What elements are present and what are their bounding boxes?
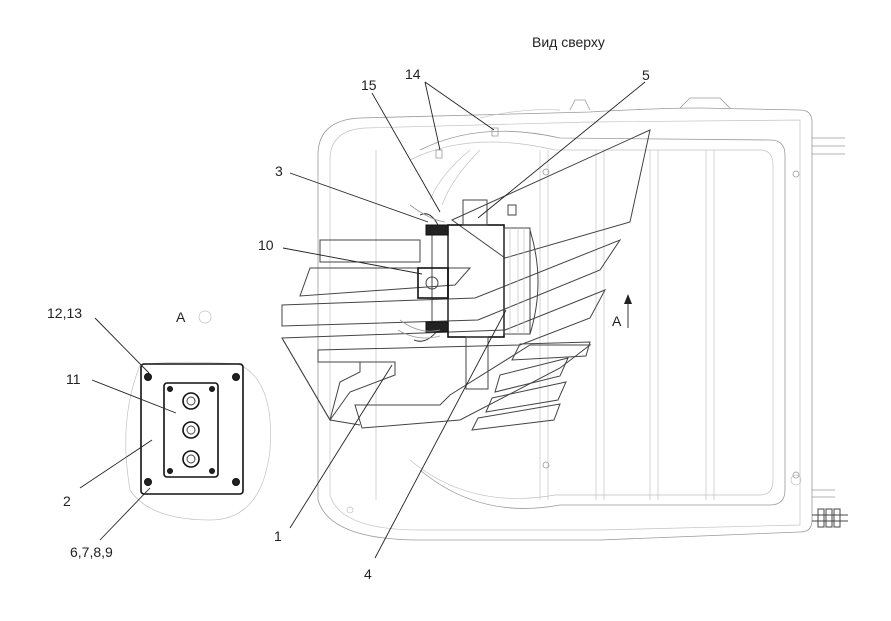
callout-10: 10 xyxy=(258,237,274,253)
callout-12-13: 12,13 xyxy=(47,305,82,321)
callout-3: 3 xyxy=(275,163,283,179)
control-knobs xyxy=(182,392,200,468)
panel-plate xyxy=(140,363,244,495)
callout-2: 2 xyxy=(63,493,71,509)
callout-14: 14 xyxy=(405,66,421,82)
callout-numbers: 12,13 11 2 6,7,8,9 3 10 15 14 5 1 4 xyxy=(47,66,650,582)
detail-view-a: А xyxy=(125,309,271,521)
section-marker: А xyxy=(612,294,632,329)
view-title: Вид сверху xyxy=(532,34,605,50)
heater-unit xyxy=(397,199,539,390)
callout-1: 1 xyxy=(274,528,282,544)
cab-roof xyxy=(317,97,848,541)
view-a-label: А xyxy=(176,309,186,325)
cab-decal-stripes xyxy=(281,129,651,431)
callout-15: 15 xyxy=(361,77,377,93)
callout-4: 4 xyxy=(364,566,372,582)
callout-6-7-8-9: 6,7,8,9 xyxy=(70,544,113,560)
section-label: А xyxy=(612,313,622,329)
pipe-clamp xyxy=(817,508,841,528)
callout-5: 5 xyxy=(642,67,650,83)
leader-lines xyxy=(79,81,646,559)
switch-block xyxy=(163,382,219,478)
callout-11: 11 xyxy=(66,371,81,387)
